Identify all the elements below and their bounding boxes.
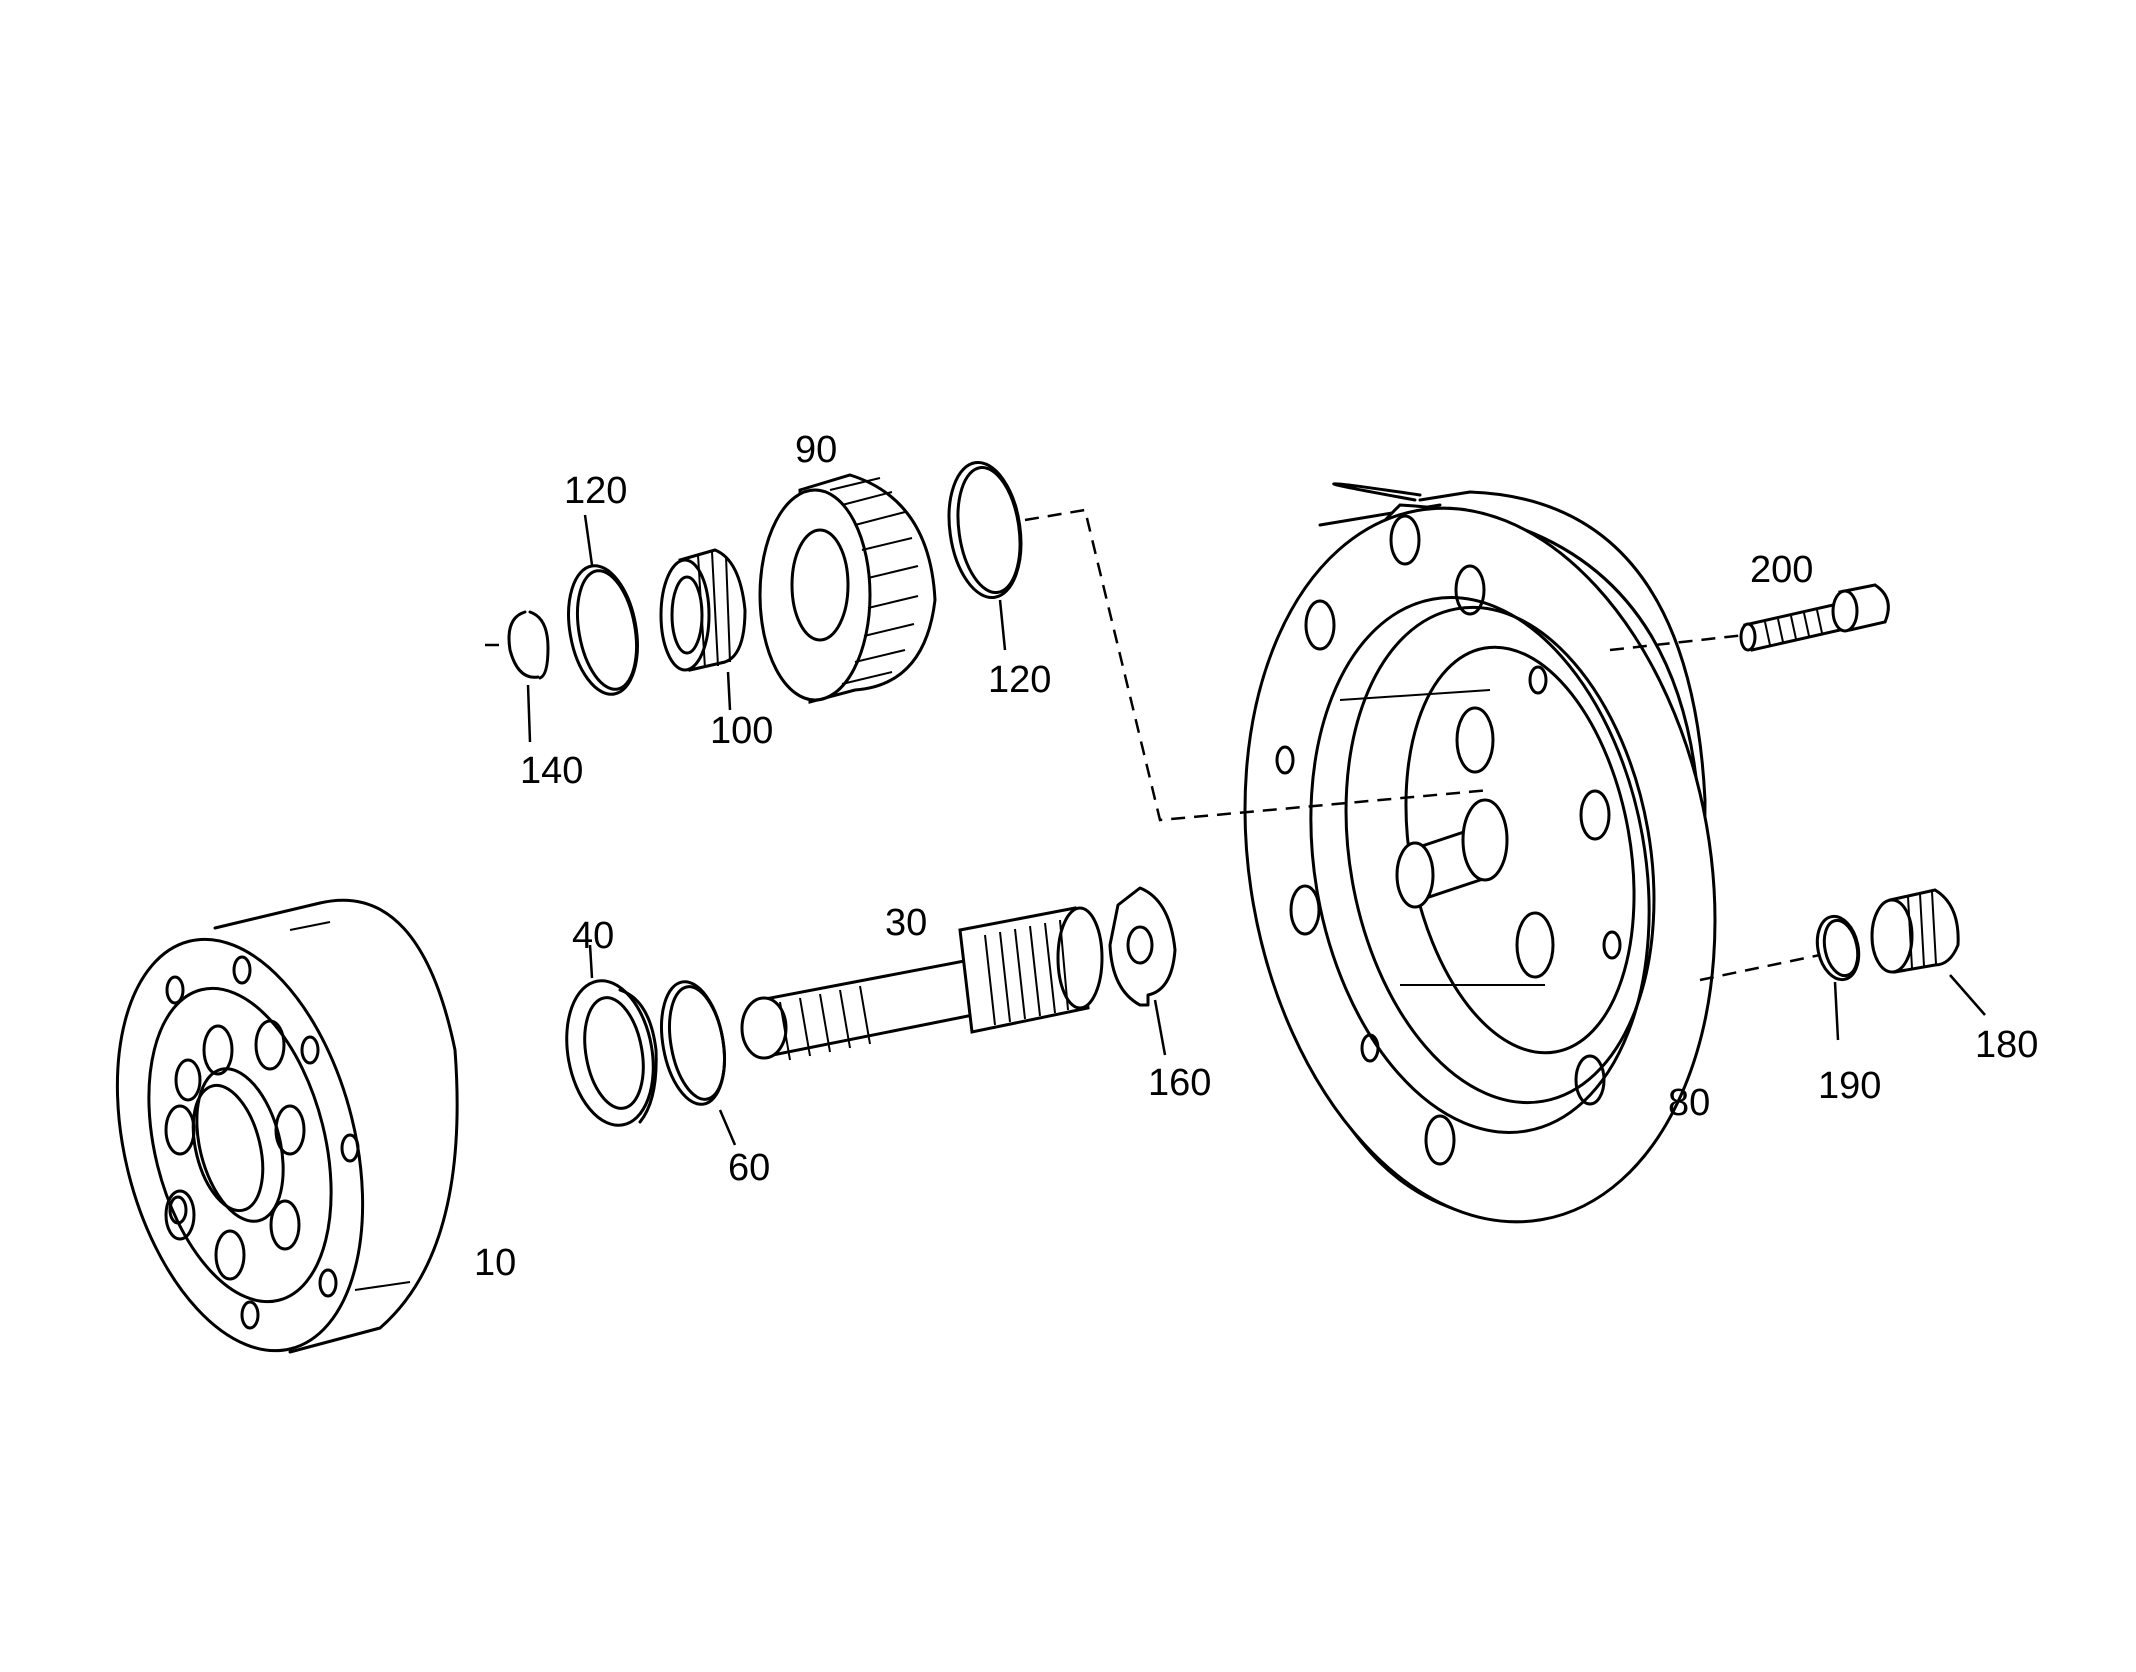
leader-lines	[526, 514, 1986, 1146]
label-100: 100	[710, 710, 773, 752]
part-80-planet-housing	[1243, 482, 1717, 1224]
part-190-o-ring	[1815, 914, 1861, 982]
label-120-right: 120	[988, 659, 1051, 701]
part-90-planet-gear	[758, 473, 937, 704]
part-140-circlip	[507, 610, 550, 680]
label-80: 80	[1668, 1082, 1710, 1124]
assembly-lines	[485, 508, 1821, 982]
label-200: 200	[1750, 549, 1813, 591]
part-30-splined-shaft	[740, 906, 1104, 1061]
part-10-planet-carrier	[115, 898, 459, 1354]
label-140: 140	[520, 750, 583, 792]
label-10: 10	[474, 1242, 516, 1284]
label-120-left: 120	[564, 470, 627, 512]
part-labels: 10 30 40 60 80 90 100 120 120 140 160 18…	[474, 429, 2038, 1284]
part-60-retaining-ring	[660, 980, 726, 1106]
part-160-tab-washer	[1108, 886, 1177, 1007]
part-200-bolt	[1739, 583, 1890, 652]
label-60: 60	[728, 1147, 770, 1189]
label-30: 30	[885, 902, 927, 944]
label-90: 90	[795, 429, 837, 471]
label-190: 190	[1818, 1065, 1881, 1107]
part-120-retaining-ring-left	[567, 564, 639, 696]
label-180: 180	[1975, 1024, 2038, 1066]
part-100-needle-bearing	[659, 548, 747, 672]
part-180-screw-plug	[1870, 888, 1960, 974]
part-120-retaining-ring-right	[947, 460, 1023, 600]
label-40: 40	[572, 915, 614, 957]
label-160: 160	[1148, 1062, 1211, 1104]
part-40-thrust-washer	[565, 979, 658, 1127]
